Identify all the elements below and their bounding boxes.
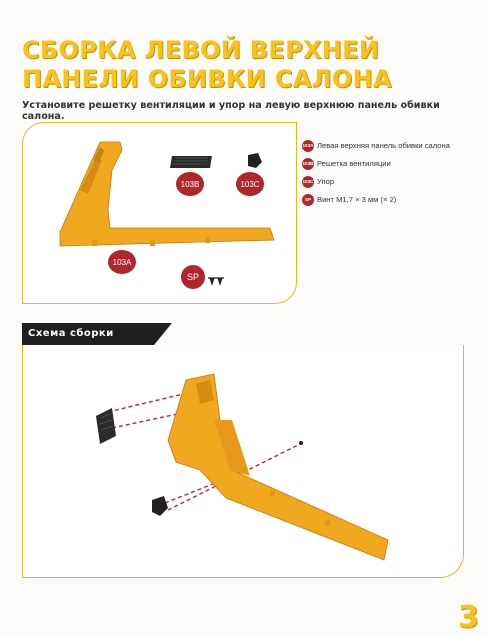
stop-exploded-icon xyxy=(152,496,168,516)
callout-103a: 103A xyxy=(108,250,136,274)
parts-list: 103A Левая верхняя панель обивки салона … xyxy=(302,138,482,210)
title-line-2: панели обивки салона xyxy=(22,65,392,93)
list-item: SP Винт М1,7 × 3 мм (× 2) xyxy=(302,192,482,207)
part-label: Решетка вентиляции xyxy=(317,159,391,168)
list-item: 103A Левая верхняя панель обивки салона xyxy=(302,138,482,153)
list-item: 103B Решетка вентиляции xyxy=(302,156,482,171)
part-label: Упор xyxy=(317,177,335,186)
parts-panel xyxy=(22,122,297,304)
part-code-badge: 103A xyxy=(302,139,314,152)
instruction-text: Установите решетку вентиляции и упор на … xyxy=(22,100,440,122)
part-code-badge: 103B xyxy=(302,157,314,170)
callout-103b: 103B xyxy=(176,172,204,196)
part-label: Винт М1,7 × 3 мм (× 2) xyxy=(317,195,397,204)
title-line-1: Сборка левой верхней xyxy=(22,36,380,64)
callout-103c: 103C xyxy=(236,172,264,196)
vent-grille-exploded-icon xyxy=(96,408,116,444)
vent-grille-icon xyxy=(170,156,212,168)
trim-panel-icon xyxy=(59,141,275,247)
screw-icon xyxy=(208,277,224,286)
list-item: 103C Упор xyxy=(302,174,482,189)
section-header: Схема сборки xyxy=(22,323,172,345)
part-code-badge: SP xyxy=(302,193,314,206)
callout-sp: SP xyxy=(181,265,205,289)
stop-icon xyxy=(248,153,262,168)
trim-panel-exploded-icon xyxy=(167,373,389,561)
section-title: Схема сборки xyxy=(28,328,114,339)
part-code-badge: 103C xyxy=(302,175,314,188)
page-number: 3 xyxy=(458,600,479,635)
page-title: Сборка левой верхней панели обивки салон… xyxy=(22,36,462,94)
screw-exploded-icon xyxy=(299,441,303,445)
part-label: Левая верхняя панель обивки салона xyxy=(317,141,450,150)
